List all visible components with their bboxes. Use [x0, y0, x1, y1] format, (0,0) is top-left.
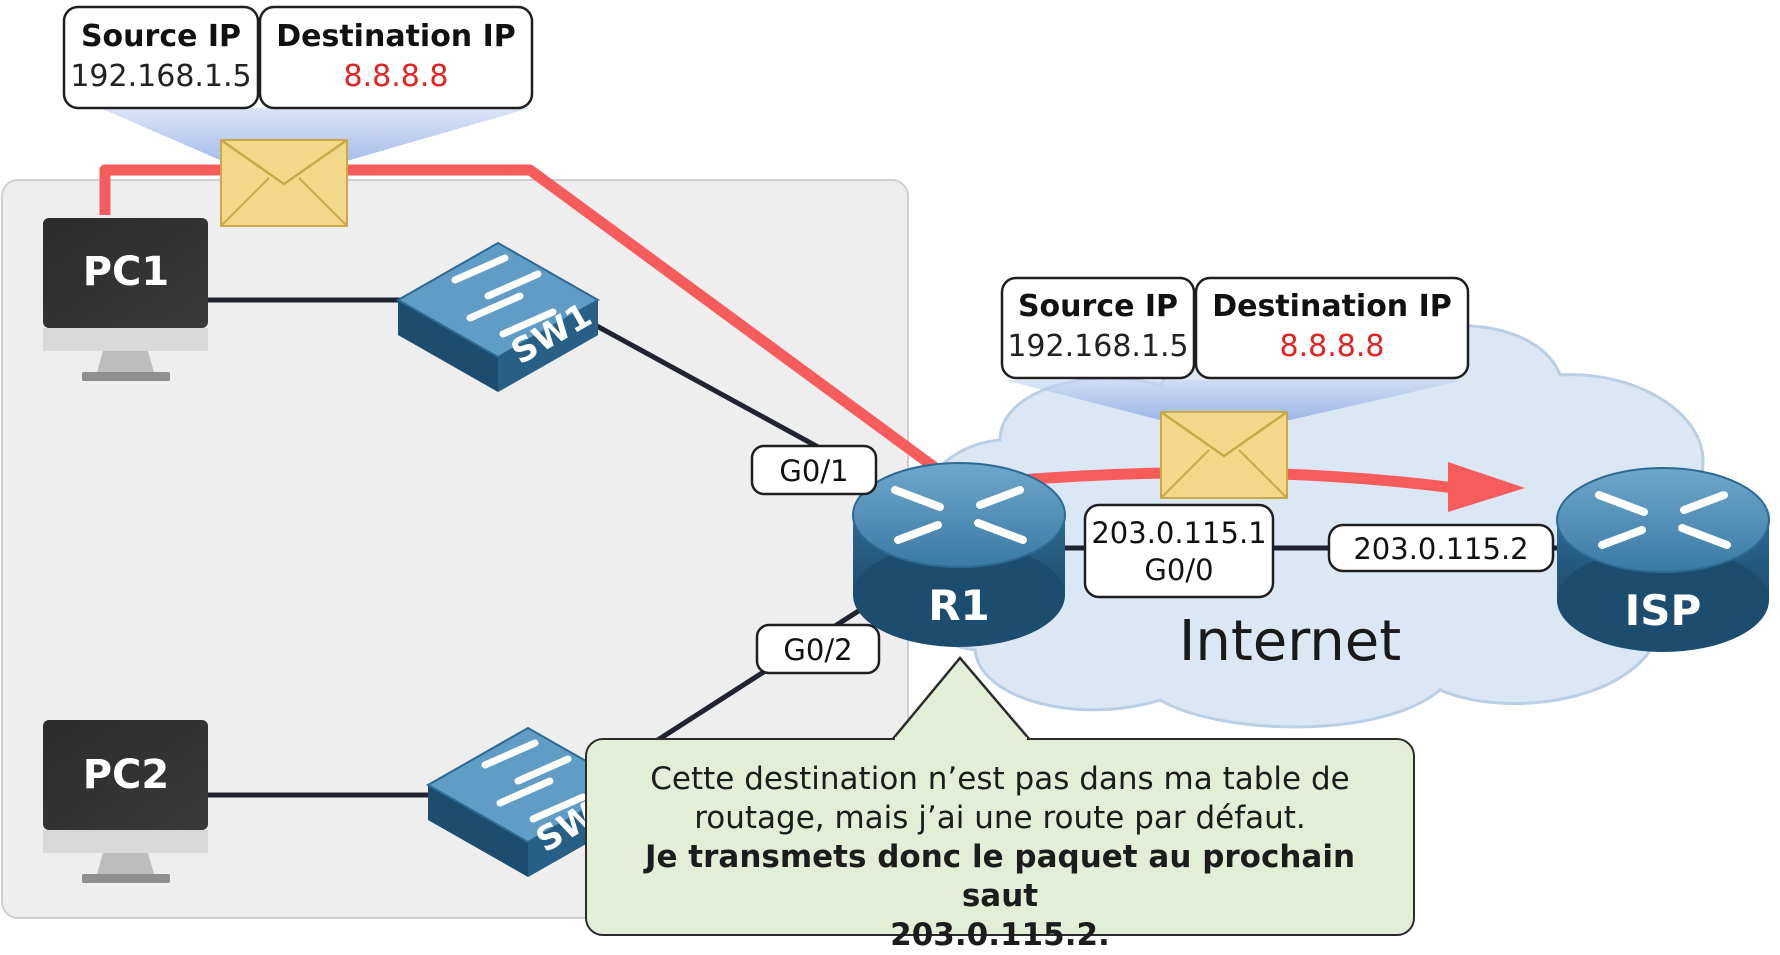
interface-label-g0-0: 203.0.115.1 G0/0 [1083, 503, 1275, 599]
r1-wan-ip-text: 203.0.115.1 [1091, 516, 1266, 550]
r1-label: R1 [928, 581, 990, 630]
destination-ip-box [258, 5, 534, 110]
interface-label-g0-2: G0/2 [755, 623, 881, 675]
g0-2-text: G0/2 [783, 633, 852, 667]
r1-wan-if-text: G0/0 [1144, 553, 1213, 587]
packet-header-pc1: Source IP 192.168.1.5 Destination IP 8.8… [62, 5, 534, 110]
destination-ip-box [1194, 276, 1470, 380]
callout-line-1: Cette destination n’est pas dans ma tabl… [650, 761, 1350, 797]
packet-beam-pc1 [100, 108, 530, 160]
destination-ip-value: 8.8.8.8 [1280, 329, 1385, 364]
envelope-icon [1160, 410, 1288, 499]
source-ip-box [62, 5, 260, 110]
destination-ip-title: Destination IP [1212, 289, 1452, 324]
pc2-label: PC2 [83, 752, 170, 798]
pc1-computer-icon: PC1 [43, 218, 208, 381]
interface-label-g0-1: G0/1 [750, 444, 878, 496]
source-ip-box [1000, 276, 1196, 380]
interface-label-isp: 203.0.115.2 [1327, 523, 1555, 573]
callout-line-2: routage, mais j’ai une route par défaut. [694, 800, 1306, 836]
internet-label: Internet [1179, 609, 1401, 674]
destination-ip-value: 8.8.8.8 [344, 59, 449, 94]
isp-router-icon: ISP [1556, 467, 1770, 652]
path-arrowhead [1448, 462, 1525, 512]
envelope-icon [220, 138, 348, 227]
packet-header-r1: Source IP 192.168.1.5 Destination IP 8.8… [1000, 276, 1470, 380]
g0-1-text: G0/1 [779, 454, 848, 488]
pc1-label: PC1 [83, 249, 170, 295]
destination-ip-title: Destination IP [276, 19, 516, 54]
isp-label: ISP [1625, 586, 1702, 635]
isp-ip-text: 203.0.115.2 [1353, 532, 1528, 566]
source-ip-title: Source IP [1018, 289, 1178, 324]
pc2-computer-icon: PC2 [43, 720, 208, 883]
callout-line-4: 203.0.115.2. [890, 917, 1110, 953]
callout-pointer-joint [895, 737, 1027, 742]
callout-line-3: Je transmets donc le paquet au prochain … [644, 839, 1356, 914]
r1-router-icon: R1 [852, 462, 1066, 647]
packet-beam-r1 [1005, 380, 1465, 420]
source-ip-value: 192.168.1.5 [1007, 329, 1188, 364]
source-ip-value: 192.168.1.5 [70, 59, 251, 94]
source-ip-title: Source IP [81, 19, 241, 54]
router-decision-callout: Cette destination n’est pas dans ma tabl… [585, 738, 1415, 953]
